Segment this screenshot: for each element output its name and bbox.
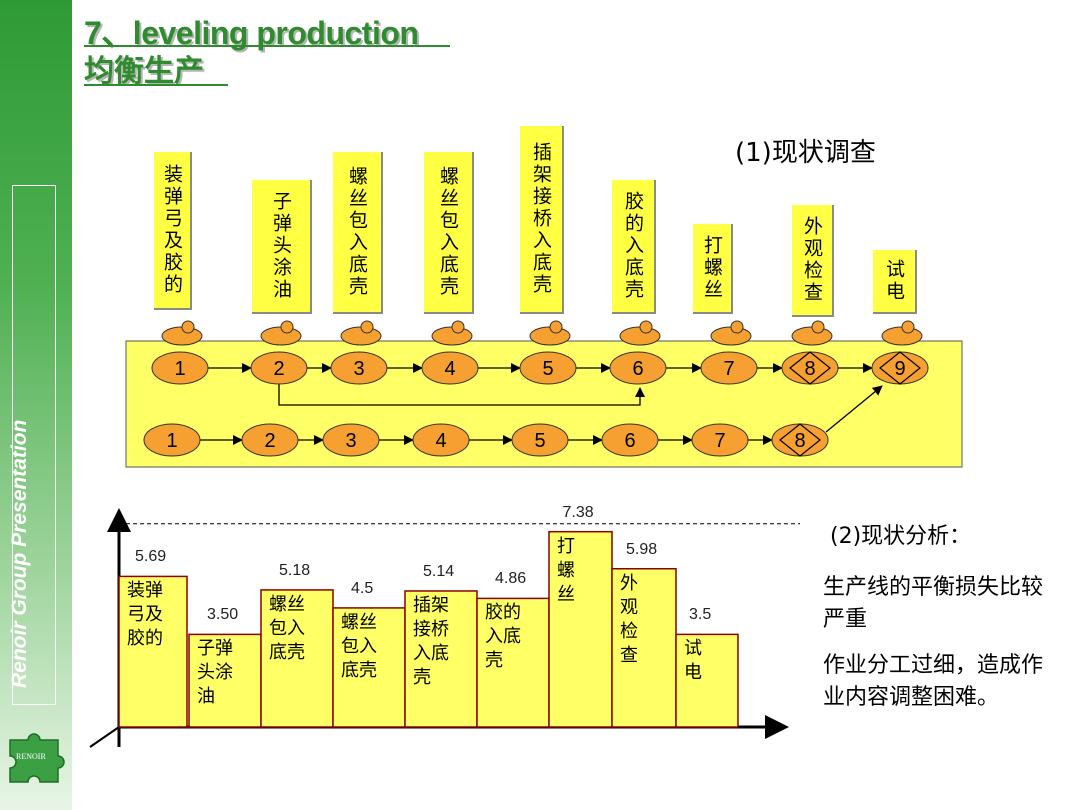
bar-label: 打 螺 丝 <box>557 535 575 605</box>
bar-label: 插架 接桥 入底 壳 <box>413 594 449 688</box>
process-node: 1 <box>151 351 209 385</box>
bar-label: 螺丝 包入 底壳 <box>341 611 377 681</box>
process-tag: 螺丝包入底壳 <box>424 152 474 314</box>
process-node: 7 <box>700 351 758 385</box>
section-survey-label: (1)现状调查 <box>735 138 876 168</box>
worker-icon <box>529 320 571 346</box>
process-node: 3 <box>330 351 388 385</box>
node-number: 9 <box>894 358 905 380</box>
chart-bar <box>118 575 188 728</box>
title-underline <box>84 45 450 47</box>
worker-icon <box>161 320 203 346</box>
sidebar-frame <box>12 185 56 705</box>
bar-label: 装弹 弓及 胶的 <box>127 580 163 650</box>
node-number: 3 <box>353 358 364 380</box>
bar-label: 胶的 入底 壳 <box>485 602 521 672</box>
chart-bar <box>260 589 334 728</box>
bar-value-label: 3.50 <box>207 606 239 624</box>
process-node: 5 <box>511 423 569 457</box>
node-number: 2 <box>264 430 275 452</box>
page-title-cn: 均衡生产 <box>84 54 204 89</box>
process-node: 4 <box>412 423 470 457</box>
node-number: 2 <box>273 358 284 380</box>
logo-text: RENOIR <box>16 752 46 761</box>
chart-bar <box>675 633 739 728</box>
worker-icon <box>881 320 923 346</box>
worker-icon <box>431 320 473 346</box>
process-node: 8 <box>781 351 839 385</box>
process-node: 9 <box>871 351 929 385</box>
node-number: 7 <box>714 430 725 452</box>
bypass-arrow <box>278 384 645 406</box>
title-underline-cn <box>84 84 228 86</box>
node-number: 1 <box>166 430 177 452</box>
section-analysis-label: (2)现状分析： <box>830 524 972 549</box>
process-node: 8 <box>771 423 829 457</box>
bar-label: 螺丝 包入 底壳 <box>269 593 305 663</box>
process-node: 2 <box>241 423 299 457</box>
process-tag: 插架接桥入底壳 <box>520 126 564 314</box>
process-node: 1 <box>143 423 201 457</box>
bar-label: 子弹 头涂 油 <box>197 638 233 708</box>
process-tag: 子弹头涂油 <box>252 180 312 314</box>
chart-bar <box>548 530 613 728</box>
worker-icon <box>619 320 661 346</box>
node-number: 8 <box>794 430 805 452</box>
sidebar-band <box>0 0 72 810</box>
process-tag: 打螺丝 <box>693 224 733 314</box>
process-node: 2 <box>250 351 308 385</box>
worker-icon <box>340 320 382 346</box>
bar-value-label: 5.69 <box>135 548 167 566</box>
bar-value-label: 5.18 <box>279 561 311 579</box>
bar-value-label: 7.38 <box>562 503 594 521</box>
puzzle-logo-icon <box>9 733 65 783</box>
process-tag: 外观检查 <box>792 205 834 317</box>
bar-value-label: 4.86 <box>495 570 527 588</box>
node-number: 6 <box>624 430 635 452</box>
chart-bar <box>332 607 406 728</box>
merge-arrow <box>825 385 883 433</box>
process-node: 6 <box>609 351 667 385</box>
process-node: 5 <box>519 351 577 385</box>
node-number: 7 <box>723 358 734 380</box>
analysis-note-2: 作业分工过细，造成作业内容调整困难。 <box>823 653 1044 710</box>
bar-value-label: 5.14 <box>423 562 455 580</box>
worker-icon <box>710 320 752 346</box>
node-number: 8 <box>804 358 815 380</box>
analysis-note-1: 生产线的平衡损失比较严重 <box>823 575 1044 632</box>
process-tag: 螺丝包入底壳 <box>333 152 383 314</box>
node-number: 6 <box>632 358 643 380</box>
bar-label: 外 观 检 查 <box>620 572 638 666</box>
node-number: 4 <box>435 430 446 452</box>
process-node: 6 <box>601 423 659 457</box>
axis-tail <box>89 726 120 748</box>
bar-label: 试 电 <box>684 638 702 684</box>
process-tag: 胶的入底壳 <box>612 180 656 314</box>
bar-value-label: 3.5 <box>689 606 712 624</box>
chart-bar <box>611 567 677 728</box>
process-tag: 装弹弓及胶的 <box>154 152 192 310</box>
process-node: 7 <box>691 423 749 457</box>
process-tag: 试电 <box>873 250 917 314</box>
chart-bar <box>188 633 262 728</box>
process-node: 4 <box>421 351 479 385</box>
bar-value-label: 5.98 <box>626 540 658 558</box>
worker-icon <box>791 320 833 346</box>
process-node: 3 <box>322 423 380 457</box>
node-number: 5 <box>534 430 545 452</box>
node-number: 3 <box>345 430 356 452</box>
node-number: 5 <box>542 358 553 380</box>
worker-icon <box>260 320 302 346</box>
chart-bar <box>476 597 550 728</box>
node-number: 1 <box>174 358 185 380</box>
bar-value-label: 4.5 <box>351 579 374 597</box>
node-number: 4 <box>444 358 455 380</box>
